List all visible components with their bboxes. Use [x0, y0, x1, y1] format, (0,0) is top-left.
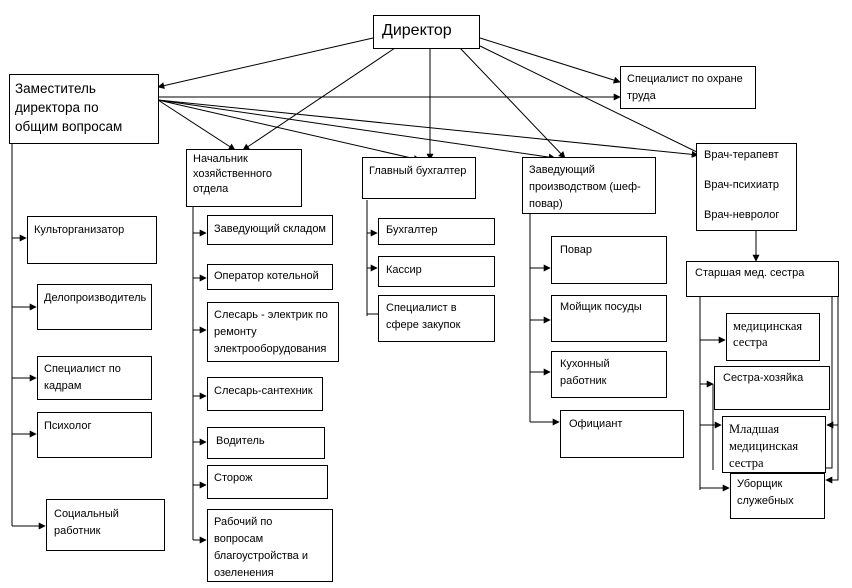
household-head-box: Начальник хозяйственного отдела: [186, 149, 302, 207]
safety-specialist-box: Специалист по охране труда: [620, 66, 756, 109]
staff-box-watchman: Сторож: [207, 465, 328, 499]
staff-box-cook: Повар: [551, 236, 667, 284]
chief-accountant-box: Главный бухгалтер: [362, 157, 476, 199]
head-nurse-box: Старшая мед. сестра: [686, 261, 839, 297]
director-box: Директор: [373, 15, 480, 49]
staff-box-dishwasher: Мойщик посуды: [551, 295, 667, 342]
staff-box-electrician: Слесарь - электрик по ремонту электрообо…: [207, 302, 339, 362]
production-head-box: Заведующий производством (шеф- повар): [522, 157, 656, 214]
staff-box-warehouse-manager: Заведующий складом: [207, 215, 333, 245]
staff-box-accountant: Бухгалтер: [378, 218, 495, 245]
staff-box-cashier: Кассир: [378, 256, 495, 287]
staff-box-clerk: Делопроизводитель: [37, 284, 152, 330]
staff-box-kitchen-worker: Кухонный работник: [551, 351, 667, 398]
staff-box-waiter: Официант: [560, 410, 684, 458]
staff-box-social-worker: Социальный работник: [46, 499, 165, 551]
staff-box-boiler-operator: Оператор котельной: [207, 264, 333, 290]
deputy-director-box: Заместитель директора по общим вопросам: [9, 74, 159, 144]
staff-box-junior-nurse: Младшая медицинская сестра: [722, 416, 826, 473]
staff-box-landscaping-worker: Рабочий по вопросам благоустройства и оз…: [207, 509, 333, 582]
doctors-box: Врач-терапевт Врач-психиатр Врач-невроло…: [696, 143, 797, 231]
staff-box-driver: Водитель: [207, 427, 325, 459]
staff-box-cleaner: Уборщик служебных: [730, 473, 825, 519]
staff-box-psychologist: Психолог: [37, 412, 152, 458]
staff-box-nurse: медицинская сестра: [726, 313, 820, 361]
staff-box-housekeeper-nurse: Сестра-хозяйка: [714, 366, 830, 410]
staff-box-procurement-specialist: Специалист в сфере закупок: [378, 295, 495, 342]
staff-box-hr-specialist: Специалист по кадрам: [37, 356, 152, 400]
staff-box-culture-organizer: Культорганизатор: [27, 216, 157, 264]
staff-box-plumber: Слесарь-сантехник: [207, 377, 323, 411]
